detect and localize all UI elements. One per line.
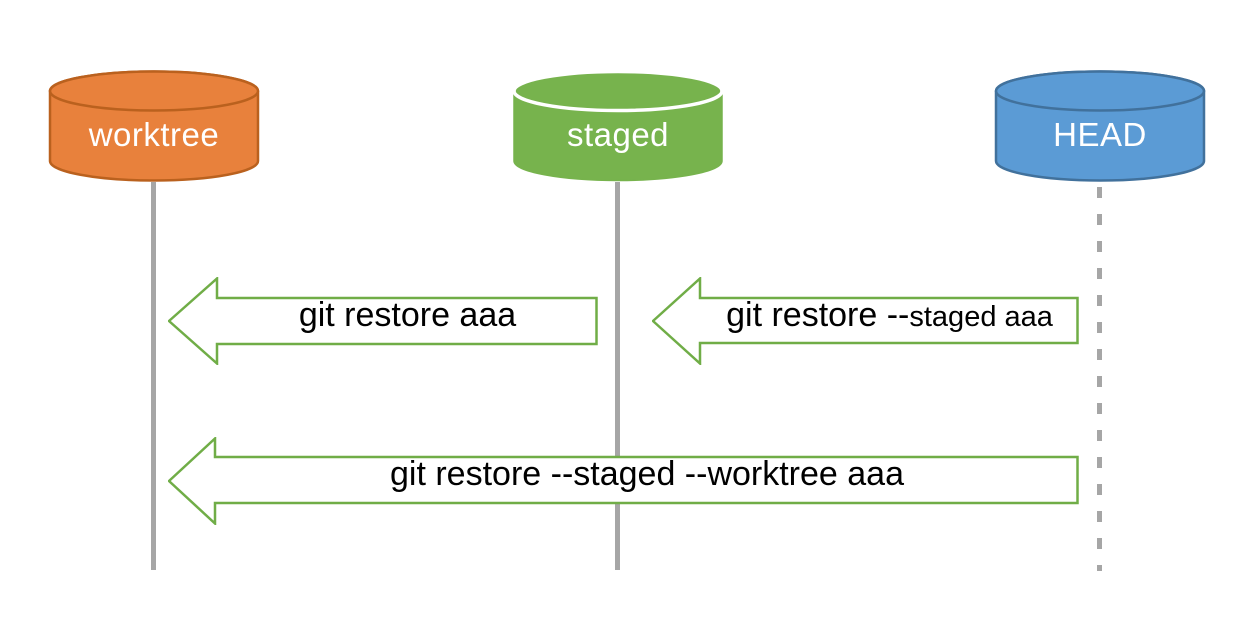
head-label: HEAD xyxy=(1053,116,1147,153)
arrow-staged-to-worktree xyxy=(168,277,598,365)
arrow-label-git-restore: git restore aaa xyxy=(298,296,517,334)
left-arrow-icon xyxy=(168,277,598,365)
arrow-head-to-staged xyxy=(652,277,1079,365)
left-arrow-icon xyxy=(652,277,1079,365)
worktree-cylinder: worktree xyxy=(48,70,260,182)
worktree-label: worktree xyxy=(88,116,220,153)
staged-label: staged xyxy=(566,116,670,153)
arrow-head-to-worktree xyxy=(168,437,1079,525)
arrow-label-git-restore-staged-worktree: git restore --staged --worktree aaa xyxy=(390,455,904,493)
staged-cylinder: staged xyxy=(512,70,724,182)
cylinder-shape-icon xyxy=(994,70,1206,182)
arrow-label-git-restore-staged: git restore --staged aaa xyxy=(726,296,1053,334)
worktree-lifeline xyxy=(151,182,156,570)
left-arrow-icon xyxy=(168,437,1079,525)
staged-lifeline xyxy=(615,182,620,570)
cylinder-shape-icon xyxy=(512,70,724,182)
cylinder-shape-icon xyxy=(48,70,260,182)
head-cylinder: HEAD xyxy=(994,70,1206,182)
head-lifeline-dashed xyxy=(1097,187,1102,571)
